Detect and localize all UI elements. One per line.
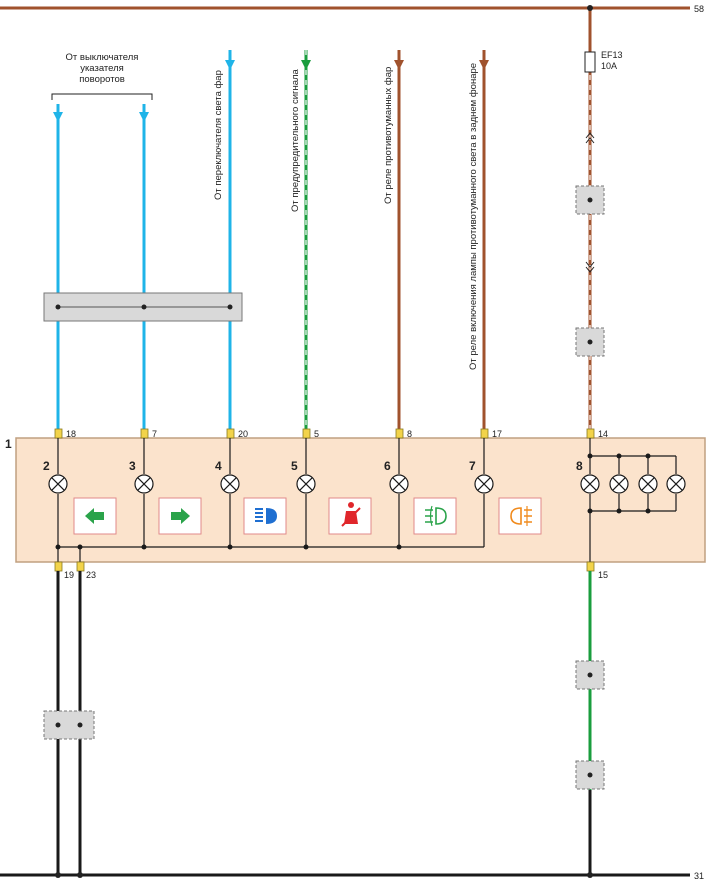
connector-blue-bundle xyxy=(43,292,243,322)
pin-label-top: 20 xyxy=(238,429,248,439)
lamp-label: 4 xyxy=(215,459,222,473)
arrow-right-turn xyxy=(139,112,149,122)
arrow-rear-fog xyxy=(479,60,489,70)
connector-green-1 xyxy=(575,660,605,690)
lamp-8a xyxy=(580,474,600,494)
internal-wiring xyxy=(57,438,677,570)
lamp-2 xyxy=(48,474,68,494)
lamp-label: 2 xyxy=(43,459,50,473)
rear-fog-icon xyxy=(498,497,542,535)
lamp-label: 3 xyxy=(129,459,136,473)
high-beam-icon xyxy=(243,497,287,535)
pin-label-bottom: 19 xyxy=(64,570,74,580)
module-number: 1 xyxy=(5,437,12,451)
ground-junction-15 xyxy=(587,872,593,878)
connector-ground xyxy=(43,710,95,740)
bottom-rail-label: 31 xyxy=(694,871,704,881)
ground-junction-19 xyxy=(55,872,61,878)
lamp-8c xyxy=(638,474,658,494)
lamp-4 xyxy=(220,474,240,494)
front-fog-source-label: От реле противотуманных фар xyxy=(383,67,394,204)
fuse-rating: 10A xyxy=(601,61,617,71)
split-marker-bottom xyxy=(585,261,595,273)
lamp-7 xyxy=(474,474,494,494)
split-marker-top xyxy=(585,132,595,144)
turn-switch-label-line1: От выключателя xyxy=(66,52,139,63)
top-rail-label: 58 xyxy=(694,4,704,14)
lamp-label: 5 xyxy=(291,459,298,473)
junction-dots xyxy=(55,453,651,550)
lamp-5 xyxy=(296,474,316,494)
pin-label-top: 8 xyxy=(407,429,412,439)
pin-label-top: 18 xyxy=(66,429,76,439)
turn-switch-bracket xyxy=(51,93,153,100)
lamp-8d xyxy=(666,474,686,494)
seatbelt-icon xyxy=(328,497,372,535)
pin-label-top: 5 xyxy=(314,429,319,439)
lamp-6 xyxy=(389,474,409,494)
pin-label-top: 7 xyxy=(152,429,157,439)
pin-label-bottom: 23 xyxy=(86,570,96,580)
lamp-8b xyxy=(609,474,629,494)
fuse-ef13 xyxy=(584,51,596,73)
connector-power-1 xyxy=(575,185,605,215)
lamp-3 xyxy=(134,474,154,494)
lamp-label: 7 xyxy=(469,459,476,473)
warning-source-label: От предупредительного сигнала xyxy=(290,68,301,212)
arrow-warning xyxy=(301,60,311,70)
connector-green-2 xyxy=(575,760,605,790)
ground-junction-23 xyxy=(77,872,83,878)
pin-row-top xyxy=(54,428,595,439)
pin-label-bottom: 15 xyxy=(598,570,608,580)
turn-switch-label-line2: указателя xyxy=(80,63,124,74)
lamp-label: 6 xyxy=(384,459,391,473)
pin-label-top: 17 xyxy=(492,429,502,439)
connector-power-2 xyxy=(575,327,605,357)
rear-fog-source-label: От реле включения лампы противотуманного… xyxy=(468,63,479,370)
arrow-headlight xyxy=(225,60,235,70)
arrow-left-turn xyxy=(53,112,63,122)
pin-label-top: 14 xyxy=(598,429,608,439)
lamp-label: 8 xyxy=(576,459,583,473)
lamp-symbols xyxy=(48,474,686,494)
rail-junction xyxy=(587,5,593,11)
turn-switch-label-line3: поворотов xyxy=(79,74,125,85)
headlight-source-label: От переключателя света фар xyxy=(213,70,224,200)
pin-row-bottom xyxy=(54,561,595,572)
front-fog-icon xyxy=(413,497,457,535)
right-turn-icon xyxy=(158,497,202,535)
arrow-front-fog xyxy=(394,60,404,70)
left-turn-icon xyxy=(73,497,117,535)
fuse-name: EF13 xyxy=(601,50,623,60)
